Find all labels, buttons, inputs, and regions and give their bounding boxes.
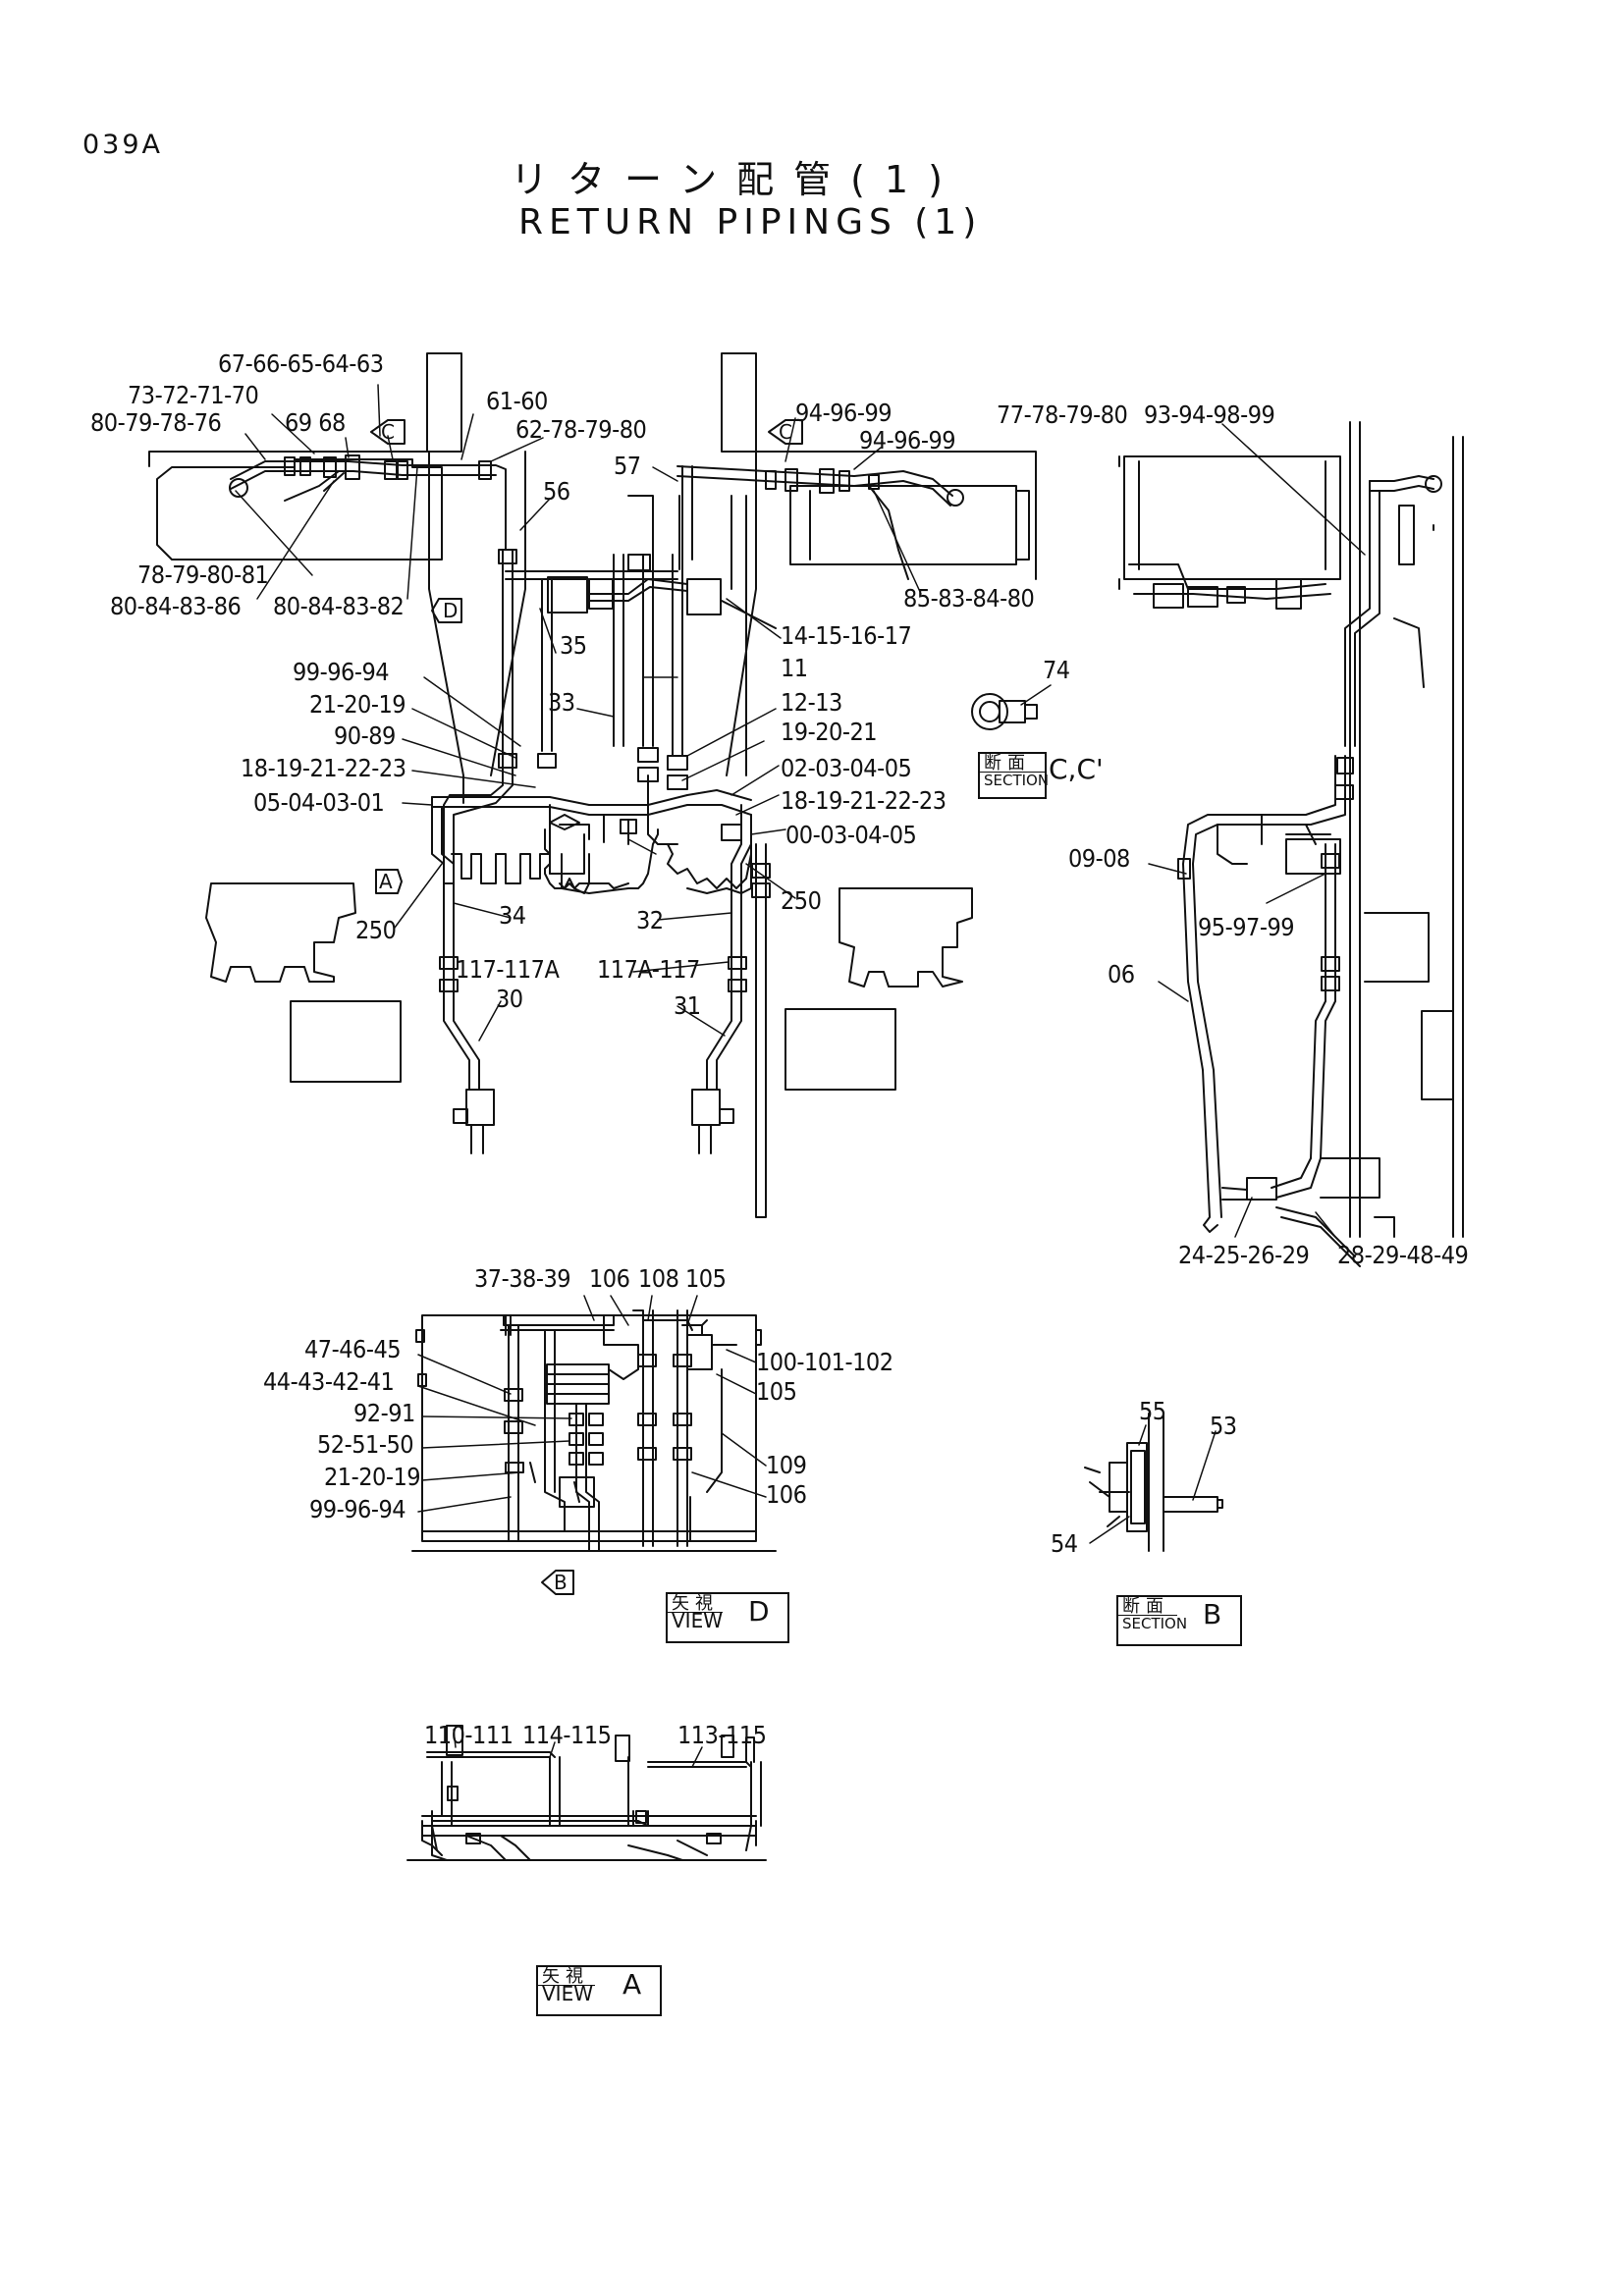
callout-108: 108 (638, 1264, 679, 1293)
callout-95-99: 95-97-99 (1198, 913, 1295, 941)
callout-09-08: 09-08 (1068, 844, 1130, 873)
callout-250a: 250 (355, 916, 397, 944)
callout-33: 33 (548, 688, 575, 717)
callout-99-94b: 99-96-94 (309, 1495, 406, 1523)
callout-61-60: 61-60 (486, 387, 548, 415)
callout-00-05: 00-03-04-05 (785, 821, 917, 849)
callout-18-23a: 18-19-21-22-23 (241, 754, 406, 782)
callout-21-19b: 21-20-19 (324, 1463, 421, 1491)
callout-24-29: 24-25-26-29 (1178, 1241, 1310, 1269)
legend-section-cc-tag: C,C' (1049, 753, 1104, 785)
callout-05-01: 05-04-03-01 (253, 788, 385, 817)
view-markers (370, 419, 803, 1595)
callout-67-63: 67-66-65-64-63 (218, 349, 384, 378)
legend-section-cc-en: SECTION (984, 772, 1050, 789)
callout-06: 06 (1108, 960, 1135, 988)
callout-02-05: 02-03-04-05 (781, 754, 912, 782)
callout-78-81: 78-79-80-81 (137, 561, 269, 589)
leader-lines (235, 384, 1366, 1768)
callout-113-115: 113-115 (677, 1721, 767, 1749)
callout-94-99a: 94-96-99 (795, 399, 893, 427)
callout-117a: 117-117A (456, 955, 560, 984)
legend-view-d-tag: D (748, 1595, 770, 1628)
callout-250b: 250 (781, 886, 822, 915)
callout-90-89: 90-89 (334, 721, 396, 750)
callout-114-115: 114-115 (522, 1721, 612, 1749)
callout-92-91: 92-91 (353, 1399, 415, 1427)
callout-109: 109 (766, 1451, 807, 1479)
callout-94-99b: 94-96-99 (859, 426, 956, 454)
callout-21-19a: 21-20-19 (309, 690, 406, 719)
callout-32: 32 (636, 906, 664, 934)
legend-section-cc: 断面 SECTION C,C' (978, 752, 1104, 799)
legend-view-d-jp: 矢視 (668, 1594, 723, 1613)
callout-31: 31 (674, 991, 701, 1020)
marker-c-left: C (381, 420, 395, 444)
legend-section-b-tag: B (1203, 1598, 1222, 1630)
callout-93-99: 93-94-98-99 (1144, 400, 1275, 429)
callout-62-80: 62-78-79-80 (515, 415, 647, 444)
legend-section-b: 断面 SECTION B (1116, 1595, 1242, 1646)
marker-a: A (379, 870, 393, 893)
callout-85-80: 85-83-84-80 (903, 584, 1035, 613)
callout-53: 53 (1210, 1412, 1237, 1440)
callout-47-45: 47-46-45 (304, 1335, 402, 1363)
section-b-drawing (1084, 1413, 1223, 1552)
callout-74: 74 (1043, 656, 1070, 684)
section-cc-drawing (1118, 421, 1464, 1267)
legend-section-b-en: SECTION (1122, 1615, 1188, 1632)
callout-99-94a: 99-96-94 (293, 658, 390, 686)
callout-117b: 117A-117 (597, 955, 700, 984)
callout-44-41: 44-43-42-41 (263, 1367, 395, 1396)
legend-view-a-tag: A (622, 1968, 642, 2001)
callout-14-17: 14-15-16-17 (781, 621, 912, 650)
page-title-jp: リターン配管(1) (511, 158, 962, 201)
callout-69-68: 69 68 (285, 408, 346, 437)
callout-80-86: 80-84-83-86 (110, 592, 242, 620)
callout-57: 57 (614, 452, 641, 480)
callout-18-23b: 18-19-21-22-23 (781, 786, 947, 815)
callout-80-82: 80-84-83-82 (273, 592, 405, 620)
callout-105a: 105 (685, 1264, 727, 1293)
marker-b: B (554, 1571, 568, 1594)
callout-28-49: 28-29-48-49 (1337, 1241, 1469, 1269)
view-a-drawing (406, 1725, 767, 1861)
main-assembly-frame (148, 352, 1038, 1218)
callout-19-21: 19-20-21 (781, 718, 878, 746)
marker-d: D (443, 599, 459, 622)
callout-80-76: 80-79-78-76 (90, 408, 222, 437)
legend-view-a-en: VIEW (542, 1982, 593, 2005)
legend-view-d: 矢視 VIEW D (666, 1592, 789, 1643)
callout-106a: 106 (589, 1264, 630, 1293)
legend-view-a-jp: 矢視 (538, 1967, 595, 1986)
marker-c-right: C (779, 420, 792, 444)
legend-view-a: 矢視 VIEW A (536, 1965, 662, 2016)
callout-106b: 106 (766, 1480, 807, 1509)
callout-35: 35 (560, 631, 587, 660)
callout-34: 34 (499, 901, 526, 930)
callout-11: 11 (781, 654, 808, 682)
callout-110-111: 110-111 (424, 1721, 514, 1749)
callout-52-50: 52-51-50 (317, 1430, 414, 1459)
callout-54: 54 (1051, 1529, 1078, 1558)
callout-100-102: 100-101-102 (756, 1348, 893, 1376)
callout-12-13: 12-13 (781, 688, 842, 717)
callout-77-80: 77-78-79-80 (997, 400, 1128, 429)
callout-73-70: 73-72-71-70 (128, 381, 259, 409)
callout-105b: 105 (756, 1377, 797, 1406)
legend-section-b-jp: 断面 (1118, 1597, 1177, 1616)
legend-section-cc-jp: 断面 (980, 754, 1045, 773)
page-title-en: RETURN PIPINGS (1) (518, 202, 983, 242)
callout-56: 56 (543, 477, 570, 506)
legend-view-d-en: VIEW (672, 1609, 723, 1632)
callout-55: 55 (1139, 1397, 1166, 1425)
page-code: 039A (82, 130, 164, 160)
view-d-drawing (411, 1309, 777, 1552)
callout-30: 30 (496, 985, 523, 1013)
callout-37-39: 37-38-39 (474, 1264, 571, 1293)
